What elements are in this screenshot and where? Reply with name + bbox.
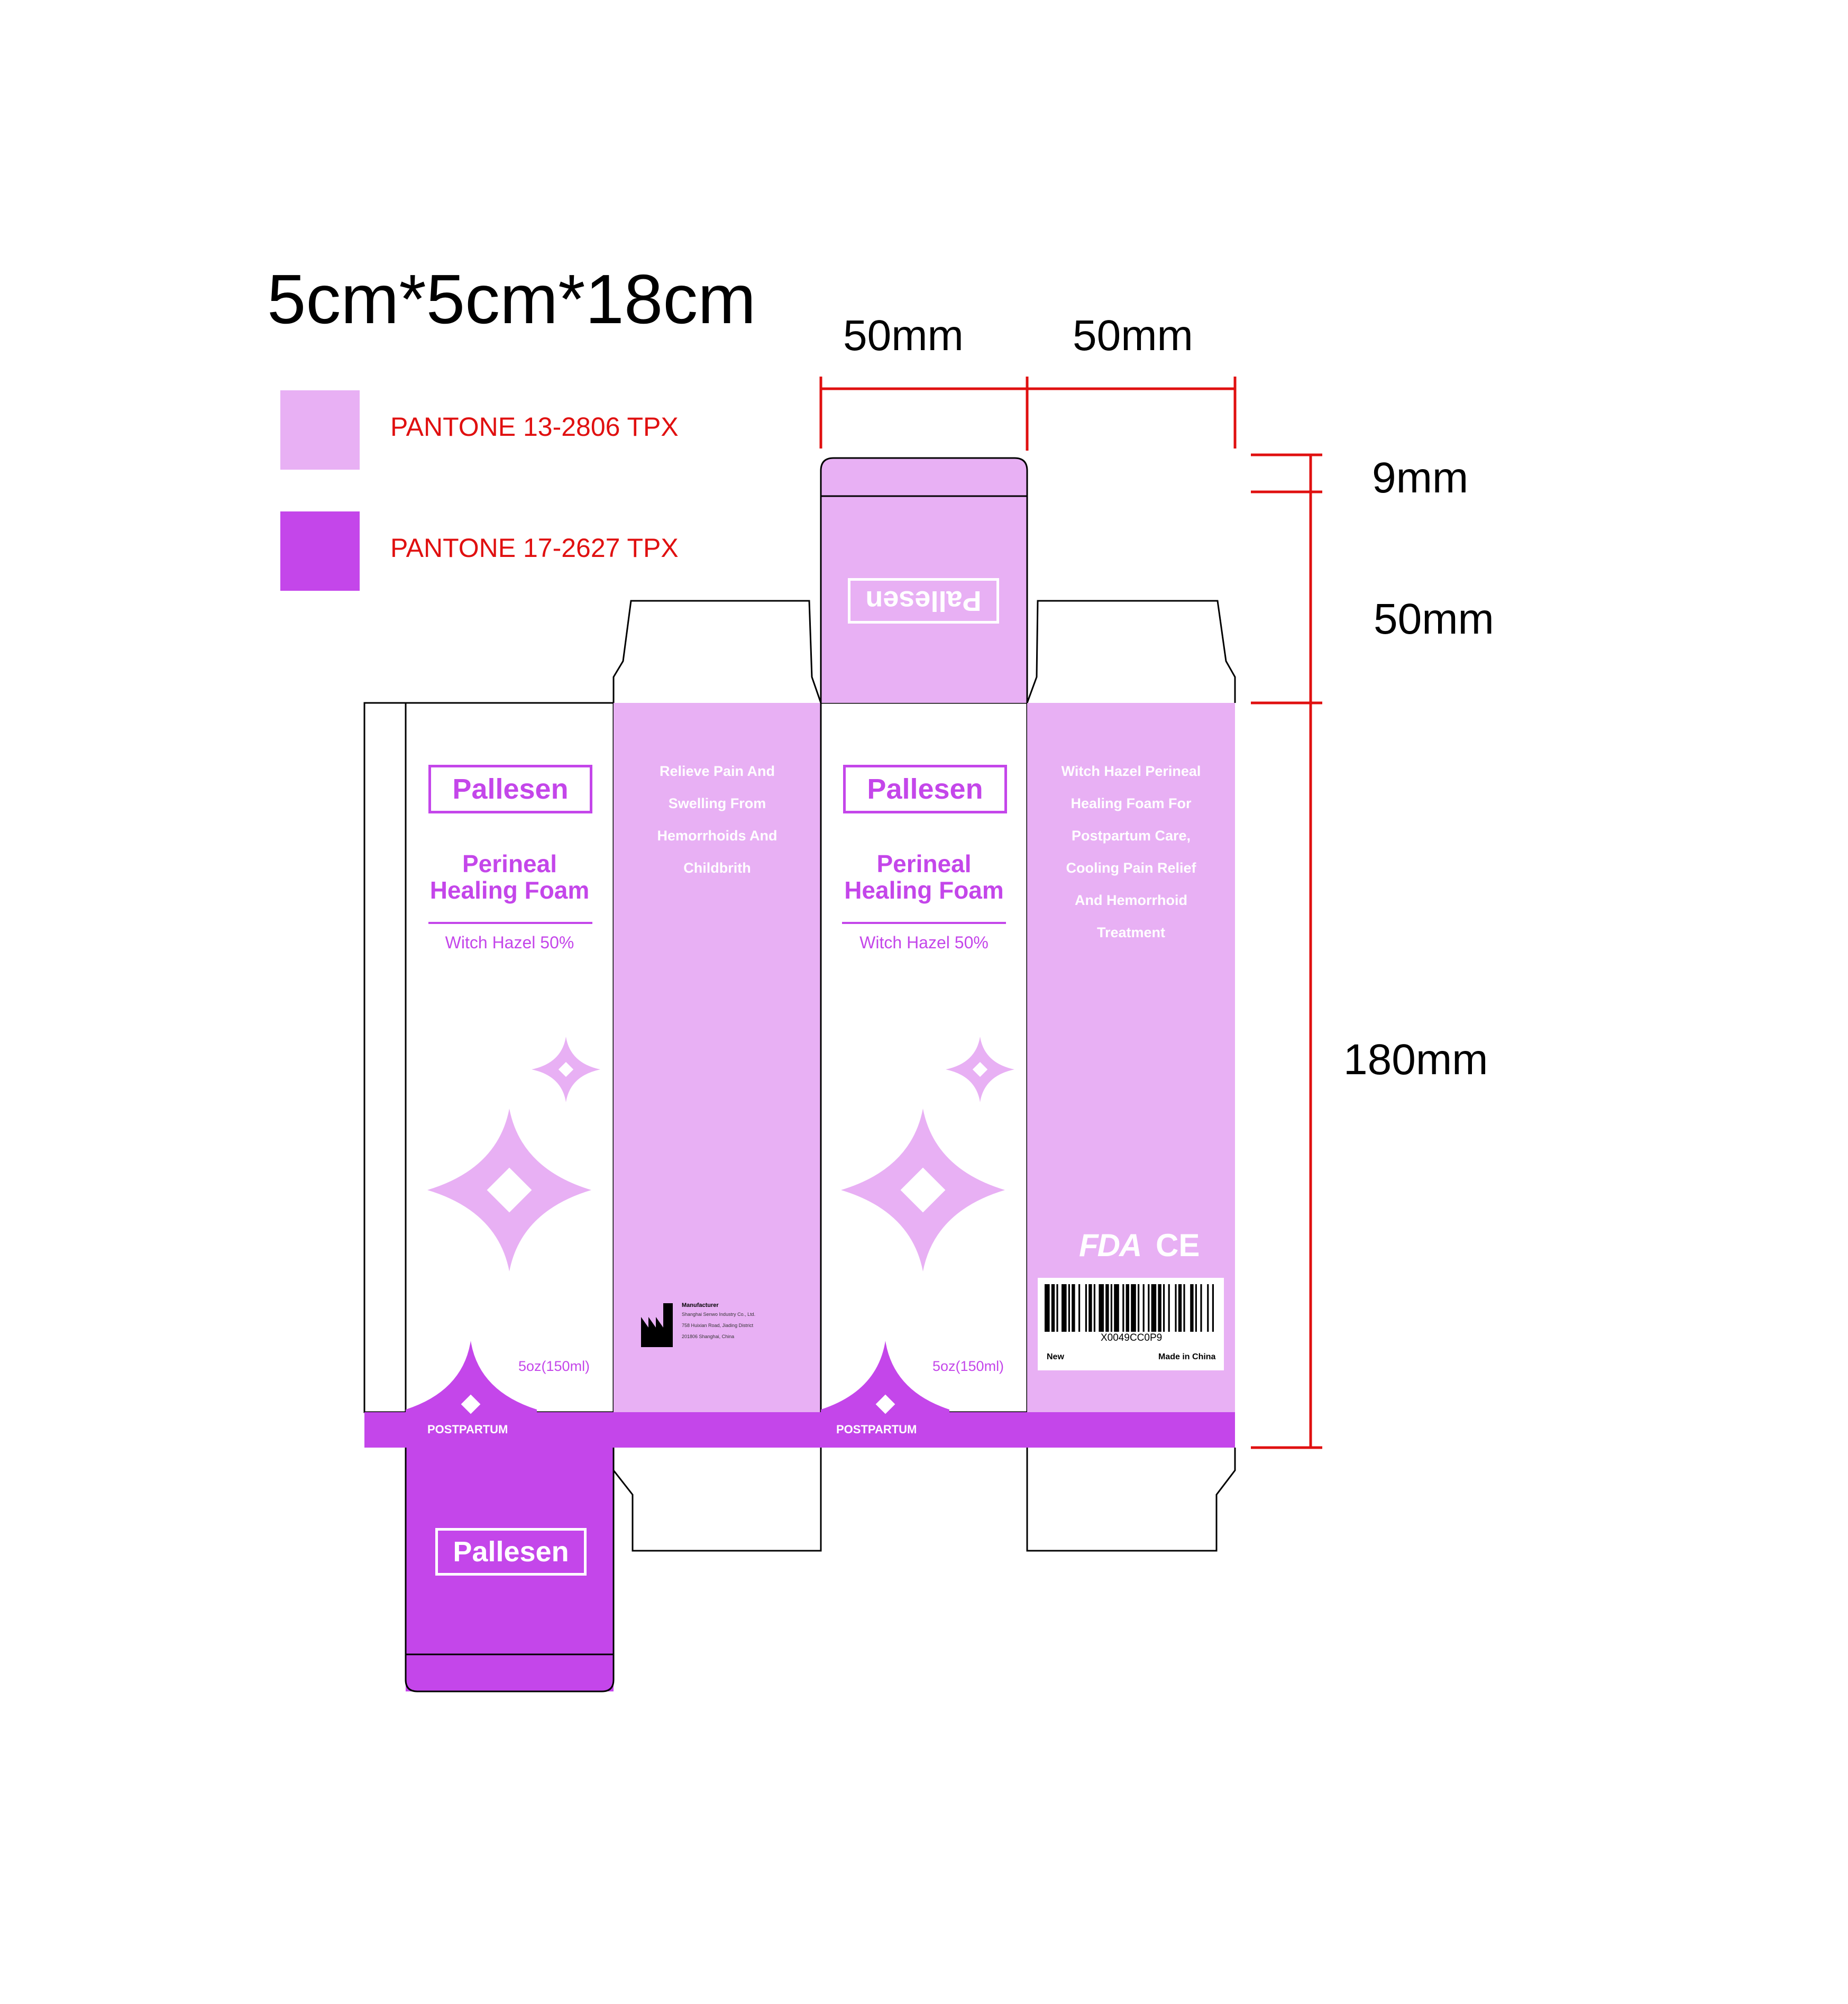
dim-height: 180mm: [1343, 1036, 1488, 1084]
dim-top: 50mm: [1374, 595, 1494, 643]
sparkle-icon: [406, 1341, 537, 1412]
barcode-bar: [1175, 1284, 1177, 1332]
front2-ingredient: Witch Hazel 50%: [859, 933, 989, 952]
barcode-bar: [1072, 1284, 1075, 1332]
barcode-bar: [1212, 1284, 1214, 1332]
front1-volume: 5oz(150ml): [518, 1358, 590, 1374]
barcode-bar: [1158, 1284, 1161, 1332]
barcode-number: X0049CC0P9: [1101, 1332, 1163, 1343]
bottom-lid-brand-box: Pallesen: [435, 1528, 587, 1576]
barcode-origin: Made in China: [1158, 1352, 1216, 1361]
postpartum-band: [364, 1412, 1235, 1448]
swatch-label-light: PANTONE 13-2806 TPX: [390, 412, 679, 442]
barcode-bar: [1168, 1284, 1170, 1332]
panel-side-1: [614, 703, 821, 1412]
band-text-2: POSTPARTUM: [836, 1423, 917, 1436]
band-text-1: POSTPARTUM: [427, 1423, 508, 1436]
barcode-bar: [1190, 1284, 1194, 1332]
dim-width-a: 50mm: [843, 312, 964, 360]
front1-product-line2: Healing Foam: [429, 876, 590, 904]
barcode-bar: [1131, 1284, 1136, 1332]
barcode-bar: [1056, 1284, 1058, 1332]
barcode-bar: [1045, 1284, 1050, 1332]
bottom-dust-flap-left: [612, 1448, 822, 1552]
barcode-bar: [1105, 1284, 1109, 1332]
front2-volume: 5oz(150ml): [932, 1358, 1004, 1374]
panel-front-2: [820, 702, 1028, 1413]
panel-glue-flap: [363, 702, 407, 1413]
swatch-dark-purple: [280, 511, 360, 591]
barcode-bar: [1114, 1284, 1119, 1332]
dimension-lines: [819, 377, 1322, 1449]
sparkle-icon: [821, 1341, 949, 1412]
barcode-bar: [1068, 1284, 1070, 1332]
barcode-bar: [1148, 1284, 1150, 1332]
panel-front-1: [405, 702, 615, 1413]
front1-divider: [428, 922, 592, 924]
fda-logo: FDA: [1079, 1228, 1142, 1263]
barcode-bar: [1178, 1284, 1182, 1332]
front2-brand-box: Pallesen: [843, 765, 1007, 813]
dim-flap: 9mm: [1372, 454, 1469, 502]
manufacturer-block: Manufacturer Shanghai Senwo Industry Co.…: [682, 1302, 756, 1340]
top-dust-flap-right: [1026, 600, 1236, 703]
manufacturer-title: Manufacturer: [682, 1302, 719, 1308]
top-lid: [821, 458, 1027, 703]
front2-product-line2: Healing Foam: [844, 876, 1004, 904]
barcode: [1045, 1284, 1214, 1332]
barcode-bar: [1099, 1284, 1104, 1332]
barcode-bar: [1138, 1284, 1140, 1332]
barcode-bar: [1088, 1284, 1092, 1332]
factory-icon: [641, 1303, 673, 1347]
front1-product-line1: Perineal: [462, 850, 557, 877]
barcode-bar: [1051, 1284, 1055, 1332]
barcode-bar: [1142, 1284, 1145, 1332]
ce-mark: CE: [1156, 1228, 1200, 1263]
dim-width-b: 50mm: [1073, 312, 1193, 360]
bottom-dust-flap-right: [1026, 1448, 1236, 1552]
barcode-bar: [1207, 1284, 1209, 1332]
barcode-bar: [1122, 1284, 1124, 1332]
swatch-label-dark: PANTONE 17-2627 TPX: [390, 533, 679, 563]
top-dust-flap-left: [612, 600, 822, 703]
side1-tagline: Relieve Pain And Swelling From Hemorrhoi…: [657, 763, 777, 876]
barcode-bar: [1110, 1284, 1112, 1332]
barcode-bar: [1126, 1284, 1129, 1332]
front2-product-line1: Perineal: [876, 850, 972, 877]
side2-description: Witch Hazel Perineal Healing Foam For Po…: [1061, 763, 1201, 940]
box-size-title: 5cm*5cm*18cm: [267, 260, 756, 338]
barcode-condition: New: [1047, 1352, 1064, 1361]
lid-brand-box: Pallesen: [848, 578, 999, 624]
barcode-bar: [1085, 1284, 1087, 1332]
barcode-bar: [1195, 1284, 1197, 1332]
barcode-bar: [1093, 1284, 1095, 1332]
front1-ingredient: Witch Hazel 50%: [445, 933, 574, 952]
barcode-bar: [1200, 1284, 1202, 1332]
front2-divider: [842, 922, 1006, 924]
front1-brand-box: Pallesen: [428, 765, 592, 813]
barcode-bar: [1062, 1284, 1067, 1332]
swatch-light-purple: [280, 390, 360, 470]
barcode-bar: [1151, 1284, 1157, 1332]
barcode-bar: [1183, 1284, 1185, 1332]
barcode-bar: [1163, 1284, 1165, 1332]
barcode-bar: [1078, 1284, 1081, 1332]
